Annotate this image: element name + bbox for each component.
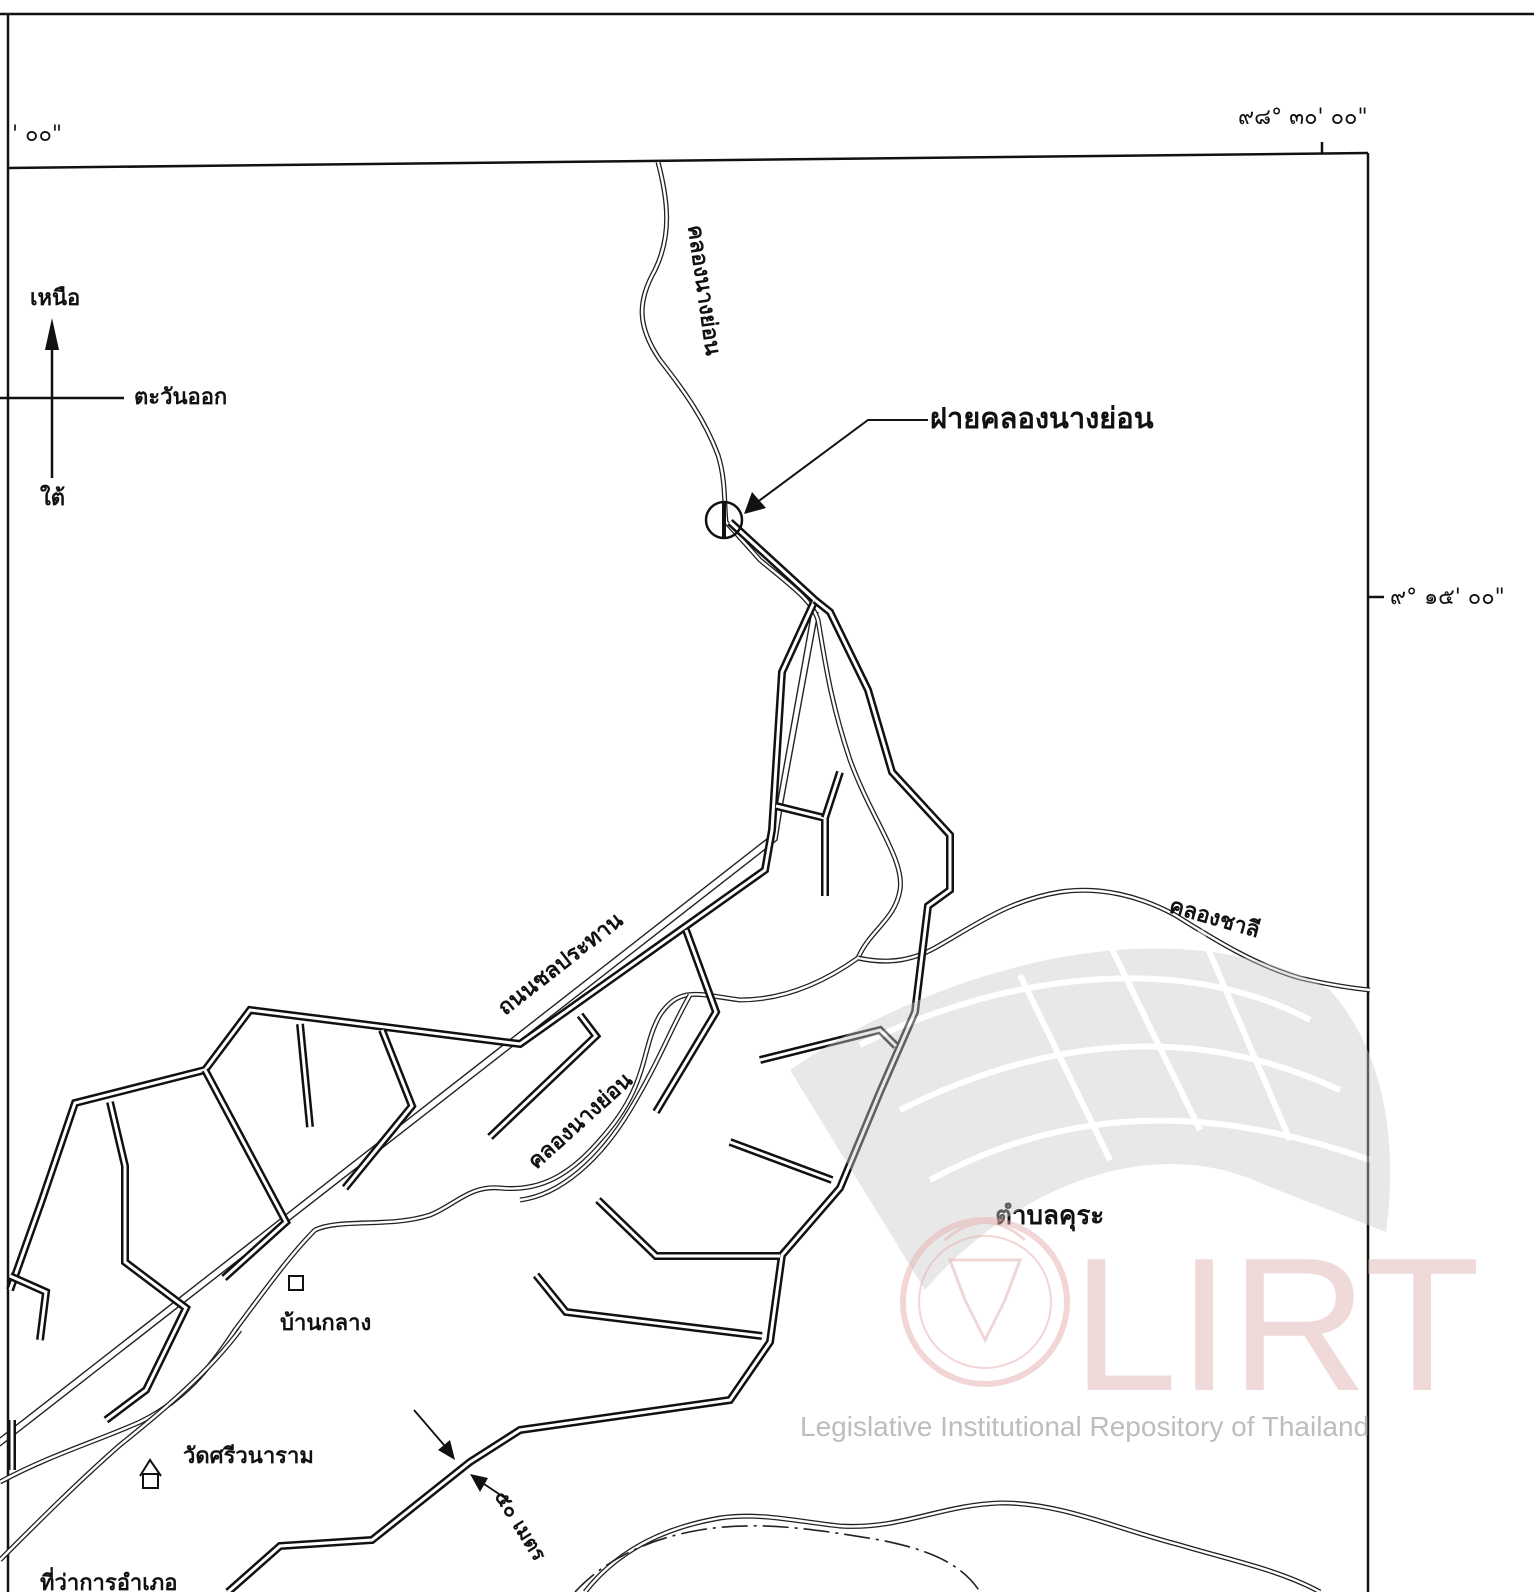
main-canal-left-inner (8, 520, 817, 1291)
watermark-dome-icon (790, 928, 1391, 1290)
district-boundary (574, 1525, 981, 1592)
main-canal-right-inner (227, 598, 952, 1592)
label-village: บ้านกลาง (280, 1311, 371, 1336)
label-distance: ๕๐ เมตร (490, 1486, 552, 1565)
lateral-8 (103, 1101, 192, 1424)
lateral-8-inner (105, 1101, 188, 1422)
main-canal-left (6, 519, 820, 1292)
distance-arrow-icon-2 (470, 1474, 488, 1492)
lateral-9-inner (9, 1274, 48, 1341)
natural-waterways (0, 161, 1371, 1592)
label-subdistrict: ตำบลคุระ (995, 1201, 1104, 1232)
lateral-13-inner (534, 1274, 763, 1338)
watermark-logo-text: LIRT (1072, 1219, 1480, 1431)
distance-marker (413, 1409, 509, 1501)
irrigation-canals (6, 519, 954, 1592)
lateral-4-inner (488, 1014, 599, 1139)
compass-north-label: เหนือ (30, 286, 80, 311)
road-line-a (0, 604, 814, 1439)
lateral-7-inner (203, 1069, 288, 1280)
lateral-3 (652, 928, 721, 1115)
village-square-icon (288, 1275, 304, 1291)
lateral-10-inner (759, 1028, 898, 1062)
label-irrigation-road: ถนนชลประทาน (493, 908, 628, 1021)
road-line-b (0, 611, 819, 1447)
watermark-caption: Legislative Institutional Repository of … (800, 1411, 1369, 1442)
coordinate-top-right: ๙๘° ๓๐' ๐๐" (1238, 105, 1368, 130)
compass-south-label: ใต้ (40, 484, 65, 511)
label-canal-north: คลองนางย่อน (682, 223, 725, 357)
khlong-nang-yon-upper-inner (640, 161, 902, 959)
lateral-1 (775, 802, 829, 896)
weir-marker (704, 419, 928, 540)
lateral-2-inner (823, 771, 842, 819)
khlong-nang-yon-south-bank-inner (519, 994, 692, 1202)
lateral-6-inner (298, 1023, 312, 1128)
compass-rose: เหนือ ตะวันออก ใต้ (0, 286, 227, 511)
river-bottom-left-inner (0, 1329, 241, 1561)
label-canal-chali: คลองชาลี (1166, 894, 1262, 944)
lateral-12-inner (596, 1198, 780, 1258)
lateral-5-inner (343, 1029, 414, 1189)
river-bottom-right (583, 1500, 1322, 1592)
weir-arrow-icon (744, 492, 766, 514)
north-arrow-icon (45, 318, 59, 350)
coordinate-top-left: ' ๐๐" (12, 122, 62, 147)
weir-callout-line (751, 419, 928, 507)
distance-arrow-icon-1 (438, 1440, 455, 1460)
lateral-3-inner (654, 929, 718, 1113)
label-temple: วัดศรีวนาราม (183, 1444, 314, 1469)
coordinate-right: ๙° ๑๕' ๐๐" (1390, 585, 1505, 610)
inner-top-border (7, 151, 1369, 170)
irrigation-road (0, 604, 819, 1447)
khlong-chali-inner (857, 889, 1371, 992)
compass-east-label: ตะวันออก (134, 385, 227, 410)
lateral-5 (341, 1028, 417, 1191)
label-weir: ฝายคลองนางย่อน (930, 401, 1154, 435)
label-district-office: ที่ว่าการอำเภอ (40, 1566, 178, 1592)
watermark-seal-icon (900, 1217, 1070, 1387)
lateral-11-inner (729, 1140, 833, 1182)
watermark: LIRT Legislative Institutional Repositor… (790, 928, 1480, 1442)
temple-icon (139, 1458, 162, 1489)
river-bottom-right-inner (584, 1501, 1321, 1592)
map-frame (0, 12, 1534, 1592)
lateral-13 (532, 1272, 763, 1340)
